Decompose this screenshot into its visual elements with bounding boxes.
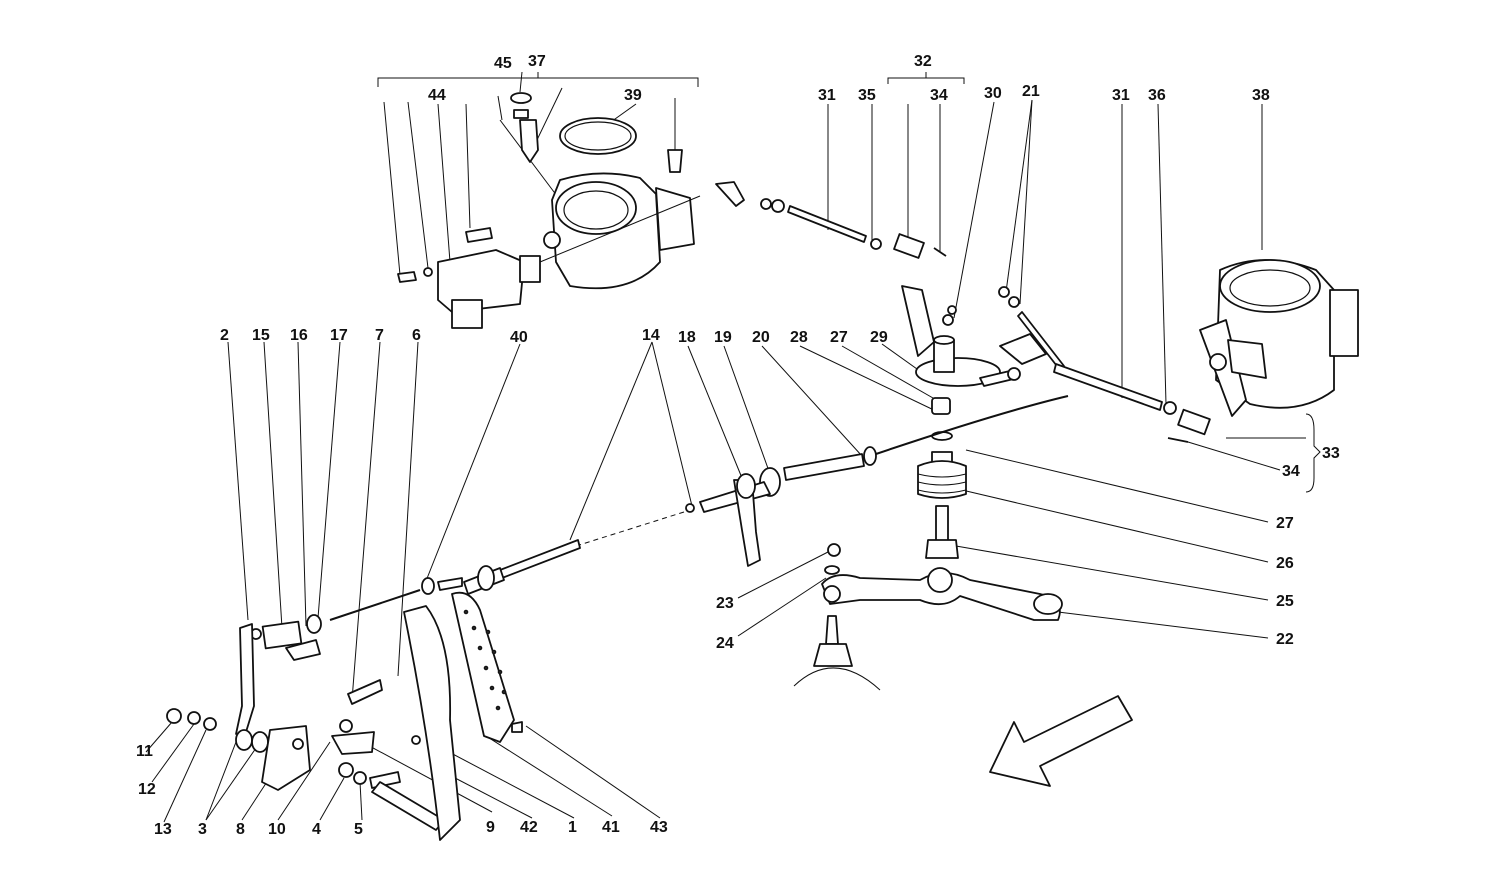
part-labels: 45 37 39 44 32 31 35 34 30 21 31 36 38 2…	[136, 53, 1340, 838]
bolt-top	[465, 227, 493, 243]
label: 44	[428, 87, 446, 104]
label: 13	[154, 821, 172, 838]
label: 8	[236, 821, 245, 838]
label: 22	[1276, 631, 1294, 648]
cap-45	[510, 92, 532, 104]
label: 37	[528, 53, 546, 70]
label: 27	[830, 329, 848, 346]
label: 5	[354, 821, 363, 838]
label: 32	[914, 53, 932, 70]
label: 2	[220, 327, 229, 344]
label: 23	[716, 595, 734, 612]
pedal-linkage	[166, 614, 445, 831]
label: 28	[790, 329, 808, 346]
label: 19	[714, 329, 732, 346]
label: 4	[312, 821, 321, 838]
label: 31	[818, 87, 836, 104]
label: 26	[1276, 555, 1294, 572]
label: 39	[624, 87, 642, 104]
label: 33	[1322, 445, 1340, 462]
label: 17	[330, 327, 348, 344]
label: 24	[716, 635, 734, 652]
link-rod-upper	[787, 205, 947, 259]
label: 36	[1148, 87, 1166, 104]
label: 40	[510, 329, 528, 346]
label: 43	[650, 819, 668, 836]
direction-arrow-icon	[989, 695, 1133, 787]
label: 38	[1252, 87, 1270, 104]
label: 41	[602, 819, 620, 836]
label: 12	[138, 781, 156, 798]
label: 7	[375, 327, 384, 344]
pivot-spring	[917, 397, 967, 559]
label: 35	[858, 87, 876, 104]
label: 6	[412, 327, 421, 344]
label: 20	[752, 329, 770, 346]
label: 25	[1276, 593, 1294, 610]
label: 42	[520, 819, 538, 836]
label: 11	[136, 743, 153, 760]
label: 3	[198, 821, 207, 838]
label: 34	[930, 87, 948, 104]
screw-right	[667, 149, 683, 173]
throttle-body-right	[998, 259, 1359, 443]
label: 15	[252, 327, 270, 344]
throttle-body-left	[397, 92, 785, 329]
label: 10	[268, 821, 286, 838]
lever-22	[793, 543, 1063, 691]
leader-lines	[145, 71, 1321, 823]
label: 21	[1022, 83, 1040, 100]
label: 34	[1282, 463, 1300, 480]
label: 18	[678, 329, 696, 346]
throttle-sensor-44	[437, 249, 525, 313]
screw-37	[519, 119, 539, 163]
label: 31	[1112, 87, 1130, 104]
label: 27	[1276, 515, 1294, 532]
label: 1	[568, 819, 577, 836]
label: 30	[984, 85, 1002, 102]
accelerator-cable	[329, 395, 1069, 621]
bell-crank	[901, 285, 1047, 387]
accelerator-pedal	[403, 591, 523, 841]
label: 45	[494, 55, 512, 72]
label: 29	[870, 329, 888, 346]
bolt-left	[397, 271, 417, 283]
label: 14	[642, 327, 660, 344]
label: 16	[290, 327, 308, 344]
label: 9	[486, 819, 495, 836]
